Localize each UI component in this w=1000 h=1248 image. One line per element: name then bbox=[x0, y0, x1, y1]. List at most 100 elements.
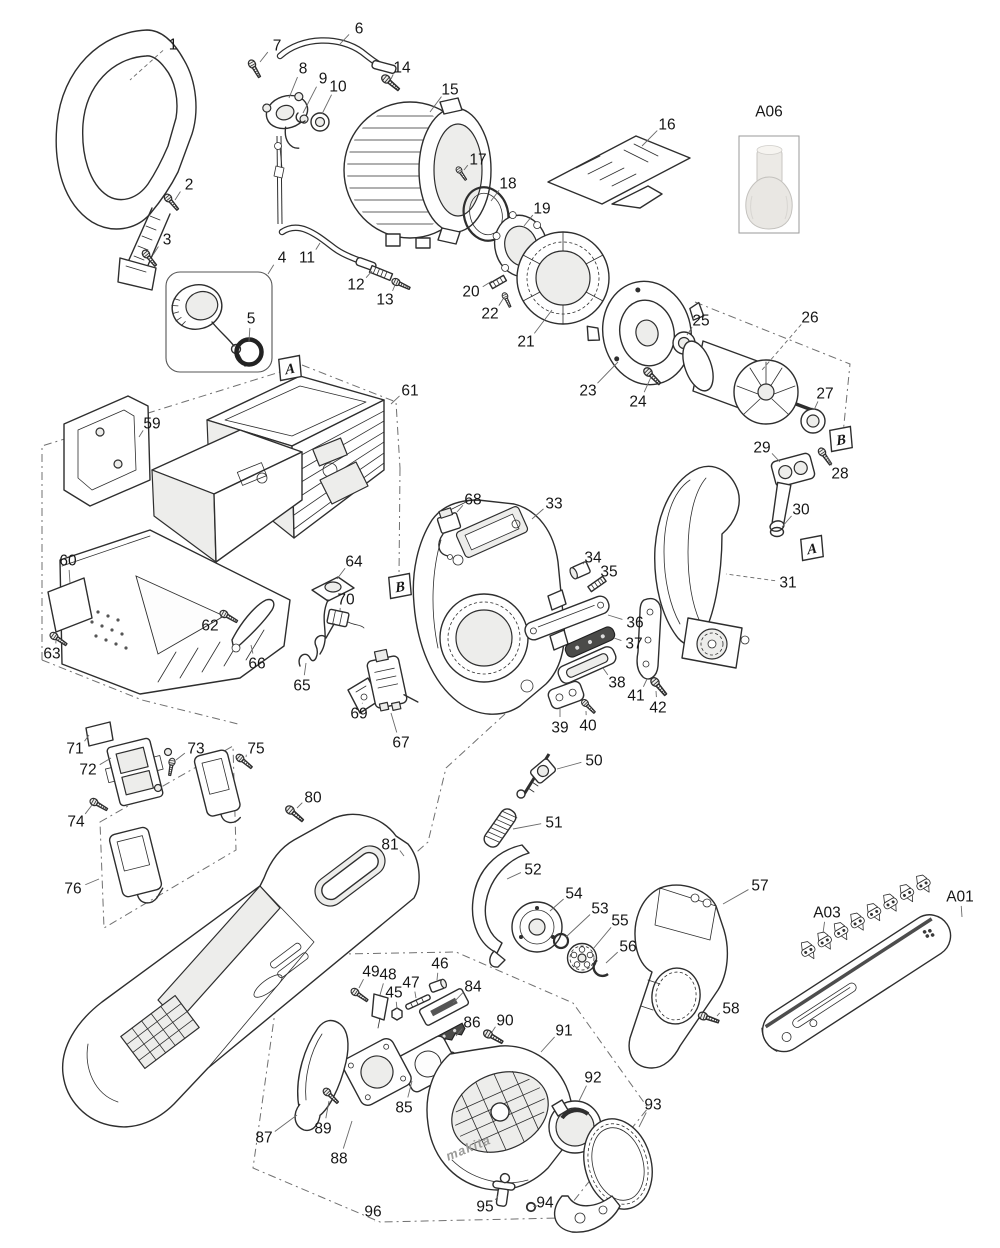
part-label-34: 34 bbox=[584, 550, 602, 567]
leader-87 bbox=[274, 1114, 298, 1132]
part-label-8: 8 bbox=[299, 61, 308, 78]
part-label-50: 50 bbox=[585, 753, 603, 770]
part-label-74: 74 bbox=[67, 814, 85, 831]
part-label-26: 26 bbox=[801, 310, 818, 327]
leader-48 bbox=[379, 983, 384, 996]
part-label-60: 60 bbox=[59, 553, 77, 570]
part-label-2: 2 bbox=[185, 177, 194, 194]
leader-36 bbox=[607, 614, 623, 620]
leader-45 bbox=[395, 1001, 398, 1010]
part-label-67: 67 bbox=[392, 735, 409, 752]
leader-58 bbox=[716, 1012, 721, 1017]
svg-text:A: A bbox=[806, 541, 818, 559]
part-label-63: 63 bbox=[43, 646, 60, 663]
leader-89 bbox=[325, 1100, 330, 1119]
part-label-33: 33 bbox=[545, 496, 562, 513]
part-label-65: 65 bbox=[293, 678, 310, 695]
part-label-68: 68 bbox=[464, 492, 481, 509]
ref-mark-A-0: A bbox=[278, 354, 302, 382]
part-label-23: 23 bbox=[579, 383, 596, 400]
leader-27 bbox=[813, 401, 819, 411]
part-label-49: 49 bbox=[362, 964, 379, 981]
part-label-17: 17 bbox=[469, 152, 486, 169]
part-label-59: 59 bbox=[143, 416, 160, 433]
leader-53 bbox=[565, 914, 591, 938]
part-label-80: 80 bbox=[304, 790, 322, 807]
ref-mark-B-2: B bbox=[829, 425, 853, 453]
leader-16 bbox=[641, 130, 658, 147]
leader-60 bbox=[68, 569, 71, 584]
part-label-62: 62 bbox=[201, 618, 218, 635]
leader-56 bbox=[605, 951, 619, 964]
clutch-art bbox=[471, 753, 609, 978]
part-label-89: 89 bbox=[314, 1121, 331, 1138]
leader-14 bbox=[390, 74, 394, 80]
leader-17 bbox=[463, 164, 469, 171]
part-label-87: 87 bbox=[255, 1130, 272, 1147]
leader-62 bbox=[219, 615, 222, 619]
leader-68 bbox=[456, 505, 464, 513]
part-label-21: 21 bbox=[517, 334, 534, 351]
ref-mark-B-1: B bbox=[388, 572, 412, 600]
leader-51 bbox=[512, 823, 542, 830]
leader-66 bbox=[250, 644, 254, 654]
leader-57 bbox=[722, 889, 749, 905]
part-label-19: 19 bbox=[533, 201, 550, 218]
part-label-1: 1 bbox=[169, 37, 178, 54]
rotor-assembly-art bbox=[586, 280, 835, 467]
leader-86 bbox=[455, 1028, 463, 1037]
leader-11 bbox=[315, 242, 321, 250]
leader-13 bbox=[392, 284, 396, 292]
leader-34 bbox=[582, 562, 585, 565]
part-label-25: 25 bbox=[692, 313, 709, 330]
leader-41 bbox=[642, 678, 648, 687]
part-label-4: 4 bbox=[278, 250, 287, 267]
chain-brake-guard-art bbox=[654, 452, 816, 669]
brake-cover-art bbox=[628, 884, 729, 1069]
leader-54 bbox=[549, 898, 564, 912]
leader-65 bbox=[303, 662, 307, 676]
oil-cap-box-art bbox=[165, 271, 273, 373]
part-label-38: 38 bbox=[608, 675, 625, 692]
oil-pump-art bbox=[246, 37, 412, 293]
part-label-27: 27 bbox=[816, 386, 833, 403]
part-label-39: 39 bbox=[551, 720, 568, 737]
leader-74 bbox=[84, 804, 93, 815]
leader-1 bbox=[129, 50, 164, 81]
leader-24 bbox=[643, 376, 652, 393]
leader-7 bbox=[259, 51, 269, 63]
part-label-64: 64 bbox=[345, 554, 363, 571]
part-label-61: 61 bbox=[401, 383, 418, 400]
leader-93 bbox=[638, 1112, 647, 1128]
part-label-75: 75 bbox=[247, 741, 264, 758]
leader-9 bbox=[302, 86, 317, 114]
part-label-84: 84 bbox=[464, 979, 482, 996]
leader-15 bbox=[429, 96, 442, 113]
leader-80 bbox=[296, 802, 303, 809]
part-label-92: 92 bbox=[584, 1070, 601, 1087]
part-label-48: 48 bbox=[379, 967, 396, 984]
leader-35 bbox=[599, 578, 602, 581]
leader-12 bbox=[365, 270, 373, 278]
leader-22 bbox=[498, 298, 504, 306]
leader-47 bbox=[414, 991, 417, 999]
leader-4 bbox=[267, 264, 275, 275]
leader-23 bbox=[597, 361, 619, 384]
part-label-6: 6 bbox=[355, 21, 364, 38]
leader-3 bbox=[152, 246, 159, 256]
part-label-29: 29 bbox=[753, 440, 770, 457]
part-label-16: 16 bbox=[658, 117, 675, 134]
part-label-A06: A06 bbox=[755, 104, 783, 121]
ref-marks: A B B A bbox=[278, 354, 853, 600]
part-label-53: 53 bbox=[591, 901, 608, 918]
part-label-85: 85 bbox=[395, 1100, 412, 1117]
part-label-12: 12 bbox=[347, 277, 364, 294]
top-handle-assembly-art bbox=[55, 29, 197, 291]
leader-76 bbox=[85, 878, 100, 886]
part-label-94: 94 bbox=[536, 1195, 554, 1212]
leader-38 bbox=[602, 667, 609, 676]
svg-text:B: B bbox=[394, 579, 406, 597]
guide-bar-art bbox=[761, 914, 952, 1053]
